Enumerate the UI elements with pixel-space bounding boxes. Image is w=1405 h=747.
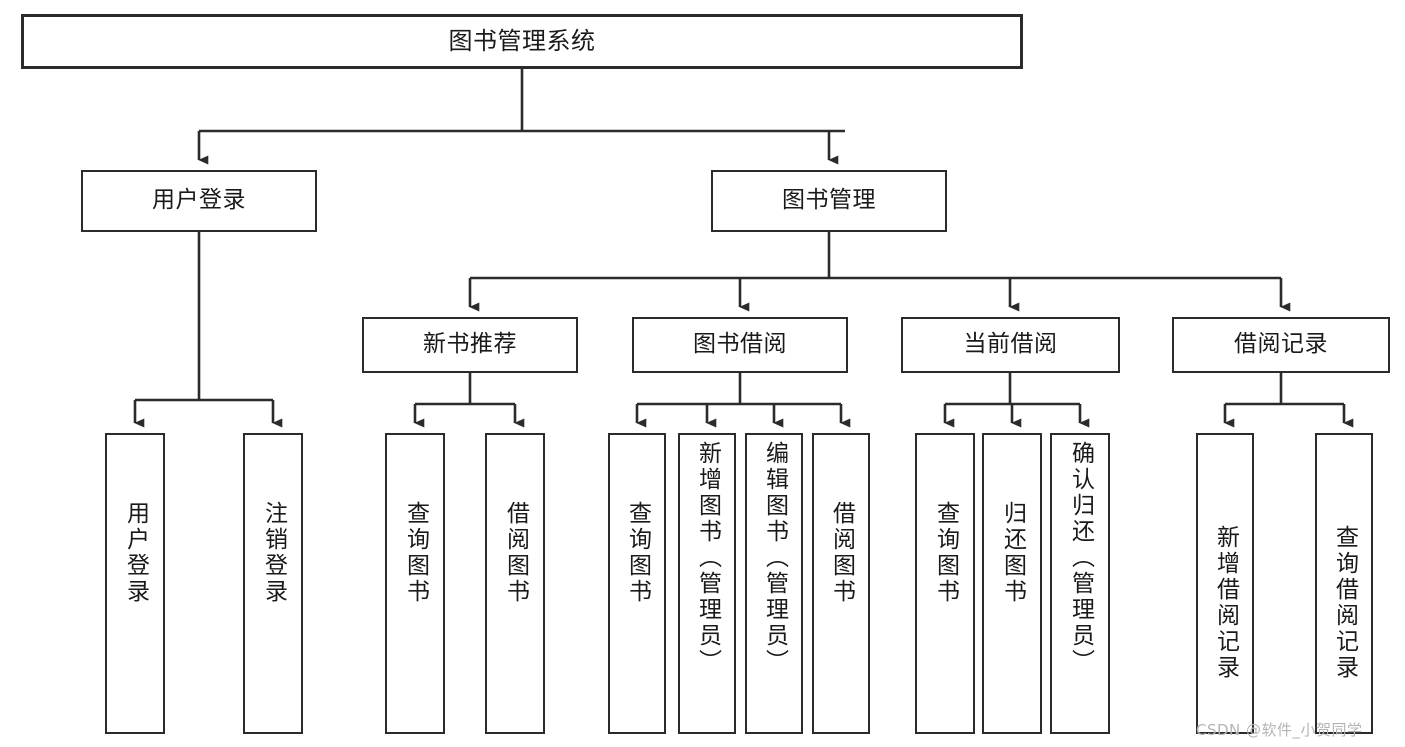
node-leaf-query-book-3[interactable]: 查询图书 [915,433,975,734]
node-leaf-query-book-1-label: 查询图书 [402,501,429,605]
node-leaf-query-book-3-label: 查询图书 [932,501,959,605]
node-borrow-record[interactable]: 借阅记录 [1172,317,1390,373]
node-leaf-confirm-return[interactable]: 确认归还（管理员） [1050,433,1110,734]
node-leaf-add-record[interactable]: 新增借阅记录 [1196,433,1254,734]
node-borrow-record-label: 借阅记录 [1234,331,1328,358]
node-leaf-return-book-label: 归还图书 [999,501,1026,605]
node-leaf-edit-book[interactable]: 编辑图书（管理员） [745,433,803,734]
node-leaf-confirm-return-label: 确认归还（管理员） [1067,441,1094,675]
node-leaf-borrow-book-1-label: 借阅图书 [502,501,529,605]
node-user-login-label: 用户登录 [152,187,246,214]
node-leaf-query-record-label: 查询借阅记录 [1331,525,1358,681]
node-leaf-logout[interactable]: 注销登录 [243,433,303,734]
node-book-manage-label: 图书管理 [782,187,876,214]
node-leaf-query-record[interactable]: 查询借阅记录 [1315,433,1373,734]
node-leaf-user-login-label: 用户登录 [122,501,149,605]
node-book-borrow-label: 图书借阅 [693,331,787,358]
node-leaf-borrow-book-2-label: 借阅图书 [828,501,855,605]
node-leaf-logout-label: 注销登录 [260,501,287,605]
csdn-watermark: CSDN @软件_小贺同学 [1196,721,1363,739]
node-leaf-user-login[interactable]: 用户登录 [105,433,165,734]
node-leaf-return-book[interactable]: 归还图书 [982,433,1042,734]
node-leaf-add-record-label: 新增借阅记录 [1212,525,1239,681]
node-new-book-rec-label: 新书推荐 [423,331,517,358]
node-root-label: 图书管理系统 [448,27,596,56]
node-leaf-borrow-book-1[interactable]: 借阅图书 [485,433,545,734]
node-new-book-rec[interactable]: 新书推荐 [362,317,578,373]
node-leaf-query-book-2[interactable]: 查询图书 [608,433,666,734]
node-leaf-query-book-2-label: 查询图书 [624,501,651,605]
node-leaf-query-book-1[interactable]: 查询图书 [385,433,445,734]
node-current-borrow-label: 当前借阅 [963,331,1058,358]
node-leaf-add-book[interactable]: 新增图书（管理员） [678,433,736,734]
node-leaf-add-book-label: 新增图书（管理员） [694,441,721,675]
node-user-login[interactable]: 用户登录 [81,170,317,232]
node-current-borrow[interactable]: 当前借阅 [901,317,1120,373]
node-book-borrow[interactable]: 图书借阅 [632,317,848,373]
node-leaf-edit-book-label: 编辑图书（管理员） [761,441,788,675]
node-leaf-borrow-book-2[interactable]: 借阅图书 [812,433,870,734]
node-root[interactable]: 图书管理系统 [21,14,1023,69]
node-book-manage[interactable]: 图书管理 [711,170,947,232]
